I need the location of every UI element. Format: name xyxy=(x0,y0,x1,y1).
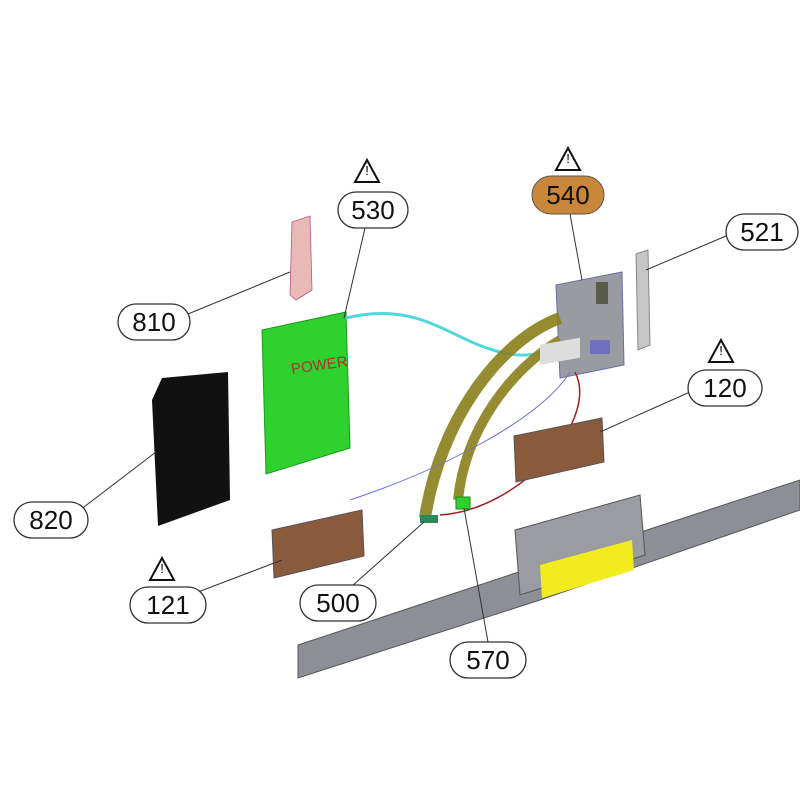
main-board-chip xyxy=(590,340,610,354)
svg-text:121: 121 xyxy=(146,590,189,620)
svg-text:540: 540 xyxy=(546,180,589,210)
svg-text:!: ! xyxy=(566,151,570,166)
svg-text:810: 810 xyxy=(132,307,175,337)
part-810-remote xyxy=(289,215,313,301)
svg-text:500: 500 xyxy=(316,588,359,618)
svg-text:820: 820 xyxy=(29,505,72,535)
yellow-part xyxy=(540,540,634,598)
warning-icon-120: ! xyxy=(707,337,735,363)
leader-810 xyxy=(187,271,291,315)
part-521-bracket xyxy=(635,249,651,351)
leader-570 xyxy=(463,507,489,643)
cable-ffc-1 xyxy=(419,312,563,519)
warning-icon-530: ! xyxy=(353,157,381,183)
cable-blue xyxy=(349,371,571,501)
callout-530[interactable]: 530 xyxy=(337,191,409,229)
svg-text:!: ! xyxy=(365,163,369,178)
leader-121 xyxy=(197,559,283,593)
svg-text:!: ! xyxy=(160,561,164,576)
callout-500[interactable]: 500 xyxy=(299,584,377,622)
leader-540 xyxy=(569,213,583,281)
callout-120[interactable]: 120 xyxy=(687,369,763,407)
svg-text:120: 120 xyxy=(703,373,746,403)
callout-820[interactable]: 820 xyxy=(13,501,89,539)
leader-530 xyxy=(343,227,366,319)
part-530-power-board xyxy=(261,311,351,475)
callout-540-highlighted[interactable]: 540 xyxy=(531,175,605,215)
part-570-board xyxy=(455,496,471,510)
callout-521[interactable]: 521 xyxy=(725,213,799,251)
part-500-ir-board xyxy=(420,515,438,523)
svg-text:521: 521 xyxy=(740,217,783,247)
leader-500 xyxy=(351,521,425,587)
leader-120 xyxy=(599,391,691,433)
warning-icon-540: ! xyxy=(554,145,582,171)
speaker-120-grille xyxy=(540,337,580,365)
callout-121[interactable]: 121 xyxy=(129,586,207,624)
svg-text:!: ! xyxy=(719,343,723,358)
warning-icon-121: ! xyxy=(148,555,176,581)
svg-text:570: 570 xyxy=(466,645,509,675)
svg-text:530: 530 xyxy=(351,195,394,225)
leader-820 xyxy=(79,451,157,511)
cable-ffc-2 xyxy=(453,335,563,501)
leader-521 xyxy=(645,235,727,271)
part-121-speaker xyxy=(271,509,365,579)
main-board-connector xyxy=(596,282,608,304)
part-540-main-board xyxy=(555,271,625,379)
part-120-speaker xyxy=(513,417,605,483)
callout-570[interactable]: 570 xyxy=(449,641,527,679)
callout-810[interactable]: 810 xyxy=(117,303,191,341)
part-820-insulator-sheet xyxy=(152,372,230,526)
